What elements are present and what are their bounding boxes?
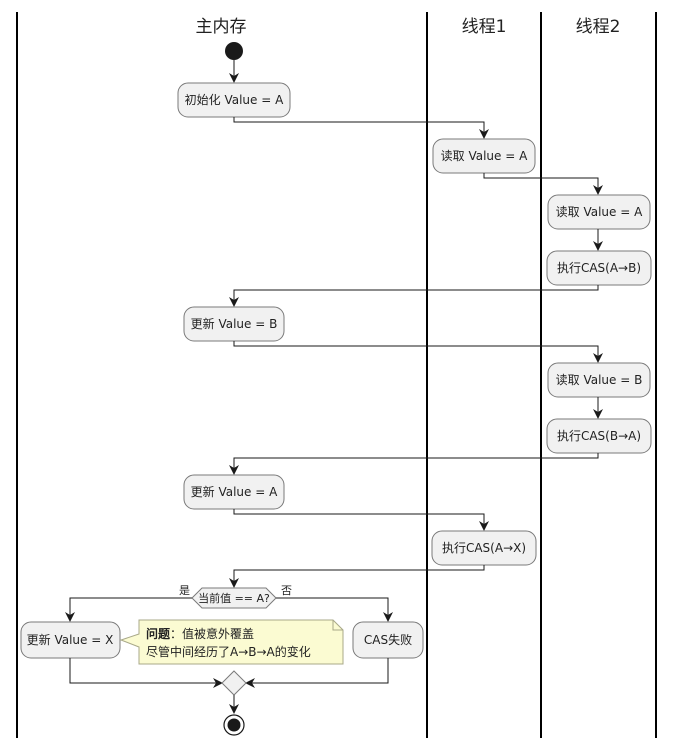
node-t2-read-b-label: 读取 Value = B bbox=[556, 373, 643, 387]
node-update-b: 更新 Value = B bbox=[183, 306, 285, 342]
flow-t1cas-decision bbox=[229, 565, 485, 588]
node-init-label: 初始化 Value = A bbox=[185, 93, 284, 107]
node-t1-cas-ax: 执行CAS(A→X) bbox=[431, 530, 537, 566]
flow-casba-updatea bbox=[229, 453, 599, 475]
flow-updatea-t1cas bbox=[233, 509, 489, 531]
note-title: 问题 bbox=[146, 626, 171, 641]
lane-title-thread1: 线程1 bbox=[462, 17, 507, 37]
node-update-b-label: 更新 Value = B bbox=[191, 316, 278, 331]
node-t2-cas-ba: 执行CAS(B→A) bbox=[546, 418, 652, 454]
flow-updateb-t2readb bbox=[233, 341, 603, 363]
node-cas-fail-label: CAS失败 bbox=[364, 632, 412, 647]
branch-no-label: 否 bbox=[281, 584, 292, 597]
node-update-a-label: 更新 Value = A bbox=[191, 484, 278, 499]
node-t1-cas-ax-label: 执行CAS(A→X) bbox=[442, 541, 526, 555]
node-update-a: 更新 Value = A bbox=[183, 474, 285, 510]
node-t2-cas-ab-label: 执行CAS(A→B) bbox=[557, 261, 641, 275]
node-t2-cas-ab: 执行CAS(A→B) bbox=[546, 250, 652, 286]
node-t2-read-b: 读取 Value = B bbox=[547, 362, 651, 398]
note-line1-rest: 值被意外覆盖 bbox=[182, 626, 254, 641]
node-t1-read: 读取 Value = A bbox=[432, 138, 536, 174]
merge-node bbox=[221, 670, 247, 696]
flow-decision-no bbox=[276, 597, 393, 622]
decision-label: 当前值 == A? bbox=[198, 591, 270, 605]
node-t2-read-a: 读取 Value = A bbox=[547, 194, 651, 230]
note-separator: ： bbox=[170, 627, 182, 641]
node-update-x-label: 更新 Value = X bbox=[27, 632, 114, 647]
node-update-x: 更新 Value = X bbox=[20, 621, 121, 659]
note-line2: 尽管中间经历了A→B→A的变化 bbox=[146, 644, 311, 659]
node-cas-fail: CAS失败 bbox=[352, 621, 424, 659]
node-t1-read-label: 读取 Value = A bbox=[441, 149, 528, 163]
lane-title-thread2: 线程2 bbox=[576, 17, 621, 37]
flow-decision-yes bbox=[65, 597, 192, 622]
note-line1: 问题：值被意外覆盖 bbox=[146, 626, 254, 641]
node-t2-cas-ba-label: 执行CAS(B→A) bbox=[557, 429, 641, 443]
start-node bbox=[225, 42, 243, 60]
flow-casfail-merge bbox=[245, 658, 389, 688]
node-init: 初始化 Value = A bbox=[177, 82, 291, 118]
branch-yes-label: 是 bbox=[179, 584, 190, 597]
node-t2-read-a-label: 读取 Value = A bbox=[556, 205, 643, 219]
flow-init-t1read bbox=[233, 117, 489, 139]
flow-t1read-t2read bbox=[483, 173, 603, 195]
flow-updatex-merge bbox=[69, 658, 223, 688]
end-node bbox=[223, 714, 245, 736]
decision-node: 当前值 == A? bbox=[191, 587, 277, 609]
lane-title-main-memory: 主内存 bbox=[196, 17, 247, 37]
note-problem: 问题：值被意外覆盖 尽管中间经历了A→B→A的变化 bbox=[119, 619, 344, 665]
flow-casab-updateb bbox=[229, 285, 599, 307]
